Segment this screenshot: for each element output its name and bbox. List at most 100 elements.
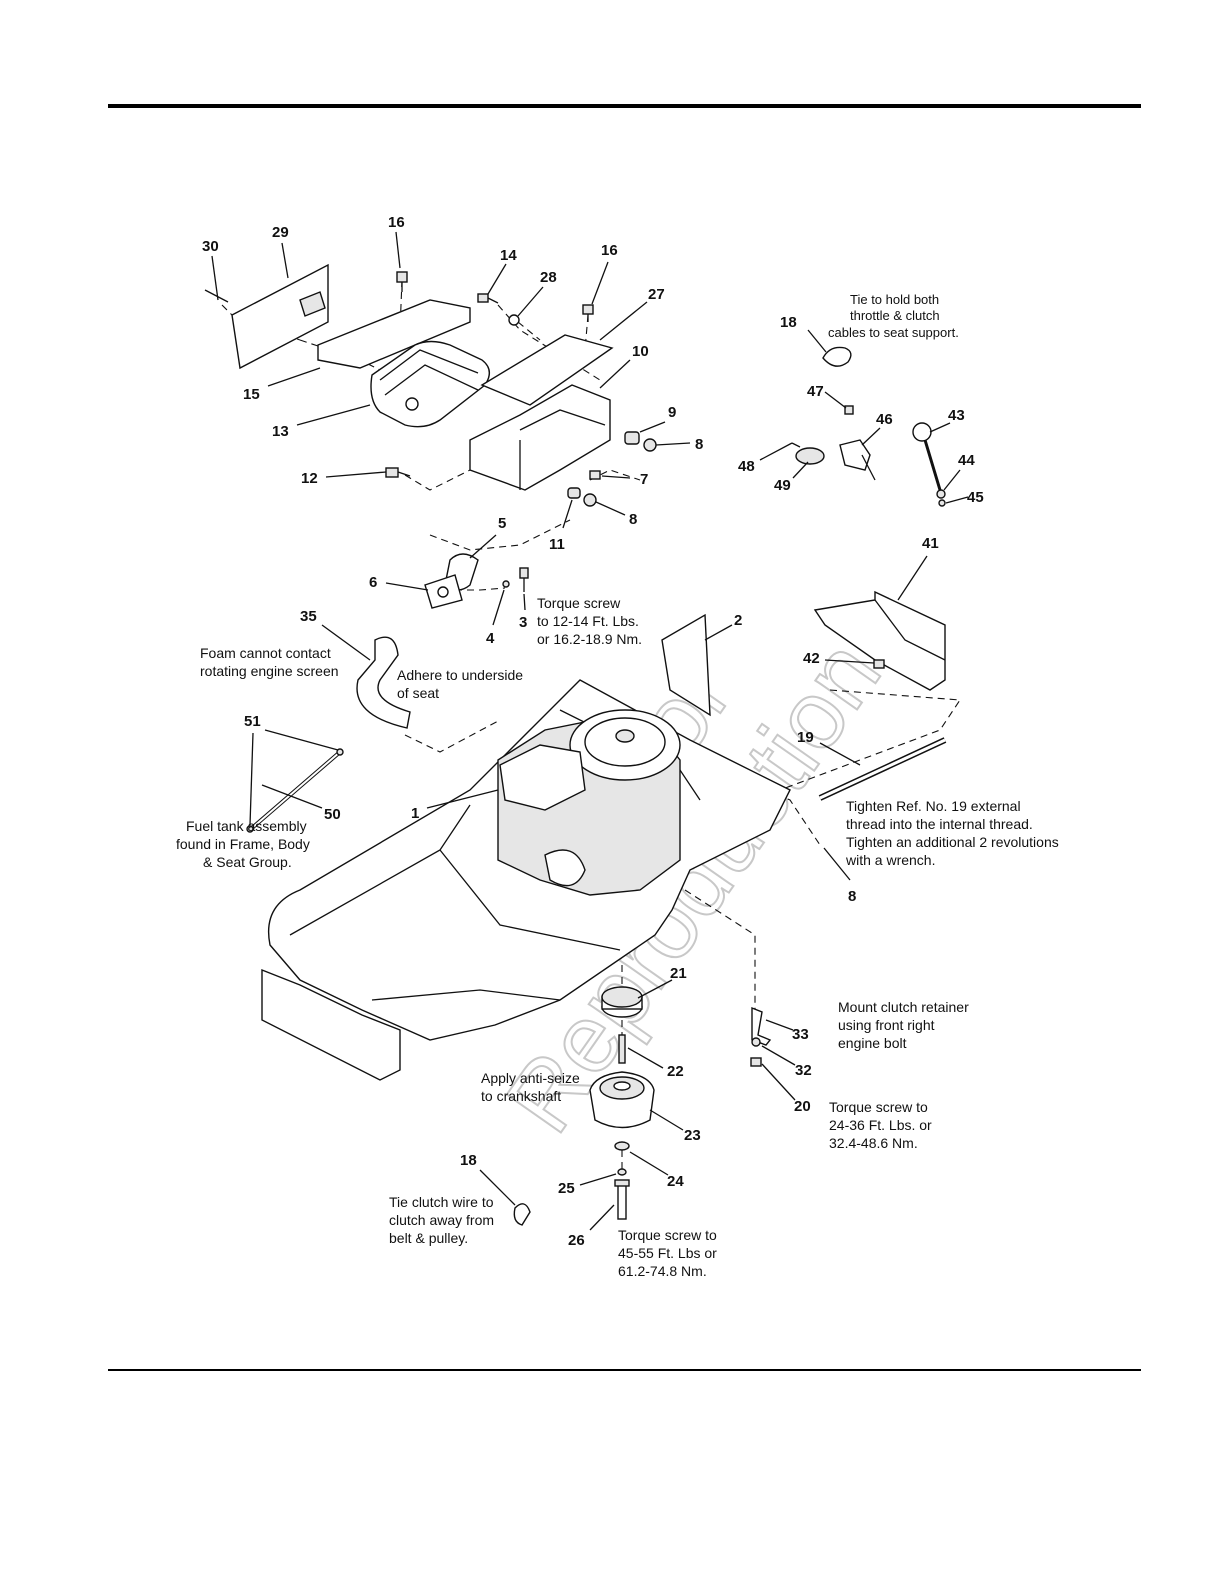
note-tie-throttle: Tie to hold both throttle & clutch cable…	[828, 292, 959, 340]
callout-14: 14	[500, 247, 517, 264]
callout-4: 4	[486, 630, 495, 647]
svg-text:Adhere to underside: Adhere to underside	[397, 667, 523, 683]
callout-8: 8	[695, 436, 703, 453]
svg-text:Foam cannot contact: Foam cannot contact	[200, 645, 331, 661]
cable-tie-bottom	[513, 1203, 531, 1226]
svg-text:throttle & clutch: throttle & clutch	[850, 308, 940, 323]
muffler-mount-bracket	[469, 384, 611, 491]
foam-strip	[356, 636, 411, 729]
dipstick-tube	[912, 422, 946, 507]
clutch-retainer	[750, 1006, 772, 1067]
muffler-bracket	[317, 299, 471, 369]
note-adhere: Adhere to underside of seat	[397, 667, 523, 701]
svg-text:Apply anti-seize: Apply anti-seize	[481, 1070, 580, 1086]
svg-text:Torque screw to: Torque screw to	[618, 1227, 717, 1243]
callout-2: 2	[734, 612, 742, 629]
callout-44: 44	[958, 452, 975, 469]
leader-lines	[211, 231, 969, 1231]
cable-tie-top	[822, 346, 852, 367]
callout-6: 6	[369, 574, 377, 591]
svg-text:with a wrench.: with a wrench.	[845, 852, 935, 868]
callout-1: 1	[411, 805, 419, 822]
callout-28: 28	[540, 269, 557, 286]
callout-46: 46	[876, 411, 893, 428]
callout-11: 11	[549, 536, 565, 553]
note-torque-20: Torque screw to 24-36 Ft. Lbs. or 32.4-4…	[829, 1099, 932, 1151]
svg-text:45-55 Ft. Lbs or: 45-55 Ft. Lbs or	[618, 1245, 717, 1261]
callout-7: 7	[640, 471, 648, 488]
svg-text:Tie clutch wire to: Tie clutch wire to	[389, 1194, 494, 1210]
callout-9: 9	[668, 404, 676, 421]
callout-12: 12	[301, 470, 318, 487]
note-torque-3: Torque screw to 12-14 Ft. Lbs. or 16.2-1…	[537, 595, 642, 647]
note-fuel-tank: Fuel tank assembly found in Frame, Body …	[176, 818, 310, 870]
callout-8: 8	[629, 511, 637, 528]
callout-27: 27	[648, 286, 665, 303]
svg-text:using front right: using front right	[838, 1017, 935, 1033]
baffle-plate	[661, 613, 711, 717]
svg-text:Fuel tank assembly: Fuel tank assembly	[186, 818, 307, 834]
callout-8: 8	[848, 888, 856, 905]
callout-42: 42	[803, 650, 820, 667]
svg-text:Tighten Ref. No. 19 external: Tighten Ref. No. 19 external	[846, 798, 1021, 814]
note-torque-26: Torque screw to 45-55 Ft. Lbs or 61.2-74…	[618, 1227, 717, 1279]
callout-numbers: 30 29 16 14 16 28 27 10 15 13 9 8 12 7 8…	[202, 214, 984, 1249]
throttle-control	[791, 405, 876, 481]
callout-32: 32	[795, 1062, 812, 1079]
svg-text:of seat: of seat	[397, 685, 439, 701]
callout-16: 16	[388, 214, 405, 231]
header-rule	[108, 104, 1141, 108]
svg-text:61.2-74.8 Nm.: 61.2-74.8 Nm.	[618, 1263, 707, 1279]
svg-text:Torque screw to: Torque screw to	[829, 1099, 928, 1115]
svg-text:Torque screw: Torque screw	[537, 595, 621, 611]
svg-text:cables to seat support.: cables to seat support.	[828, 325, 959, 340]
callout-20: 20	[794, 1098, 811, 1115]
svg-text:found in Frame, Body: found in Frame, Body	[176, 836, 310, 852]
callout-10: 10	[632, 343, 649, 360]
callout-24: 24	[667, 1173, 684, 1190]
callout-3: 3	[519, 614, 527, 631]
svg-text:belt & pulley.: belt & pulley.	[389, 1230, 468, 1246]
svg-text:thread into the internal threa: thread into the internal thread.	[846, 816, 1033, 832]
callout-49: 49	[774, 477, 791, 494]
callout-16: 16	[601, 242, 618, 259]
seat-support-bracket	[813, 590, 946, 691]
callout-48: 48	[738, 458, 755, 475]
callout-15: 15	[243, 386, 260, 403]
svg-text:24-36 Ft. Lbs. or: 24-36 Ft. Lbs. or	[829, 1117, 932, 1133]
svg-text:Tighten an additional 2 revolu: Tighten an additional 2 revolutions	[846, 834, 1059, 850]
svg-text:engine bolt: engine bolt	[838, 1035, 907, 1051]
fuel-line	[246, 748, 344, 833]
callout-43: 43	[948, 407, 965, 424]
heat-shield	[204, 263, 329, 370]
engine	[497, 709, 681, 896]
note-foam: Foam cannot contact rotating engine scre…	[200, 645, 339, 679]
callout-21: 21	[670, 965, 687, 982]
svg-text:Tie to hold both: Tie to hold both	[850, 292, 939, 307]
note-tighten-19: Tighten Ref. No. 19 external thread into…	[845, 798, 1059, 868]
callout-51: 51	[244, 713, 261, 730]
callout-23: 23	[684, 1127, 701, 1144]
svg-text:clutch away from: clutch away from	[389, 1212, 494, 1228]
callout-50: 50	[324, 806, 341, 823]
callout-22: 22	[667, 1063, 684, 1080]
annotation-notes: Tie to hold both throttle & clutch cable…	[176, 292, 1059, 1279]
callout-33: 33	[792, 1026, 809, 1043]
svg-text:Mount clutch retainer: Mount clutch retainer	[838, 999, 969, 1015]
note-tie-clutch: Tie clutch wire to clutch away from belt…	[389, 1194, 494, 1246]
callout-41: 41	[922, 535, 939, 552]
callout-18: 18	[780, 314, 797, 331]
callout-25: 25	[558, 1180, 575, 1197]
note-mount-clutch: Mount clutch retainer using front right …	[838, 999, 969, 1051]
svg-text:to crankshaft: to crankshaft	[481, 1088, 561, 1104]
footer-rule	[108, 1369, 1141, 1371]
exhaust-elbow	[424, 553, 529, 609]
callout-26: 26	[568, 1232, 585, 1249]
support-rod	[818, 737, 947, 801]
callout-35: 35	[300, 608, 317, 625]
callout-30: 30	[202, 238, 219, 255]
callout-5: 5	[498, 515, 506, 532]
callout-47: 47	[807, 383, 824, 400]
callout-18: 18	[460, 1152, 477, 1169]
callout-45: 45	[967, 489, 984, 506]
